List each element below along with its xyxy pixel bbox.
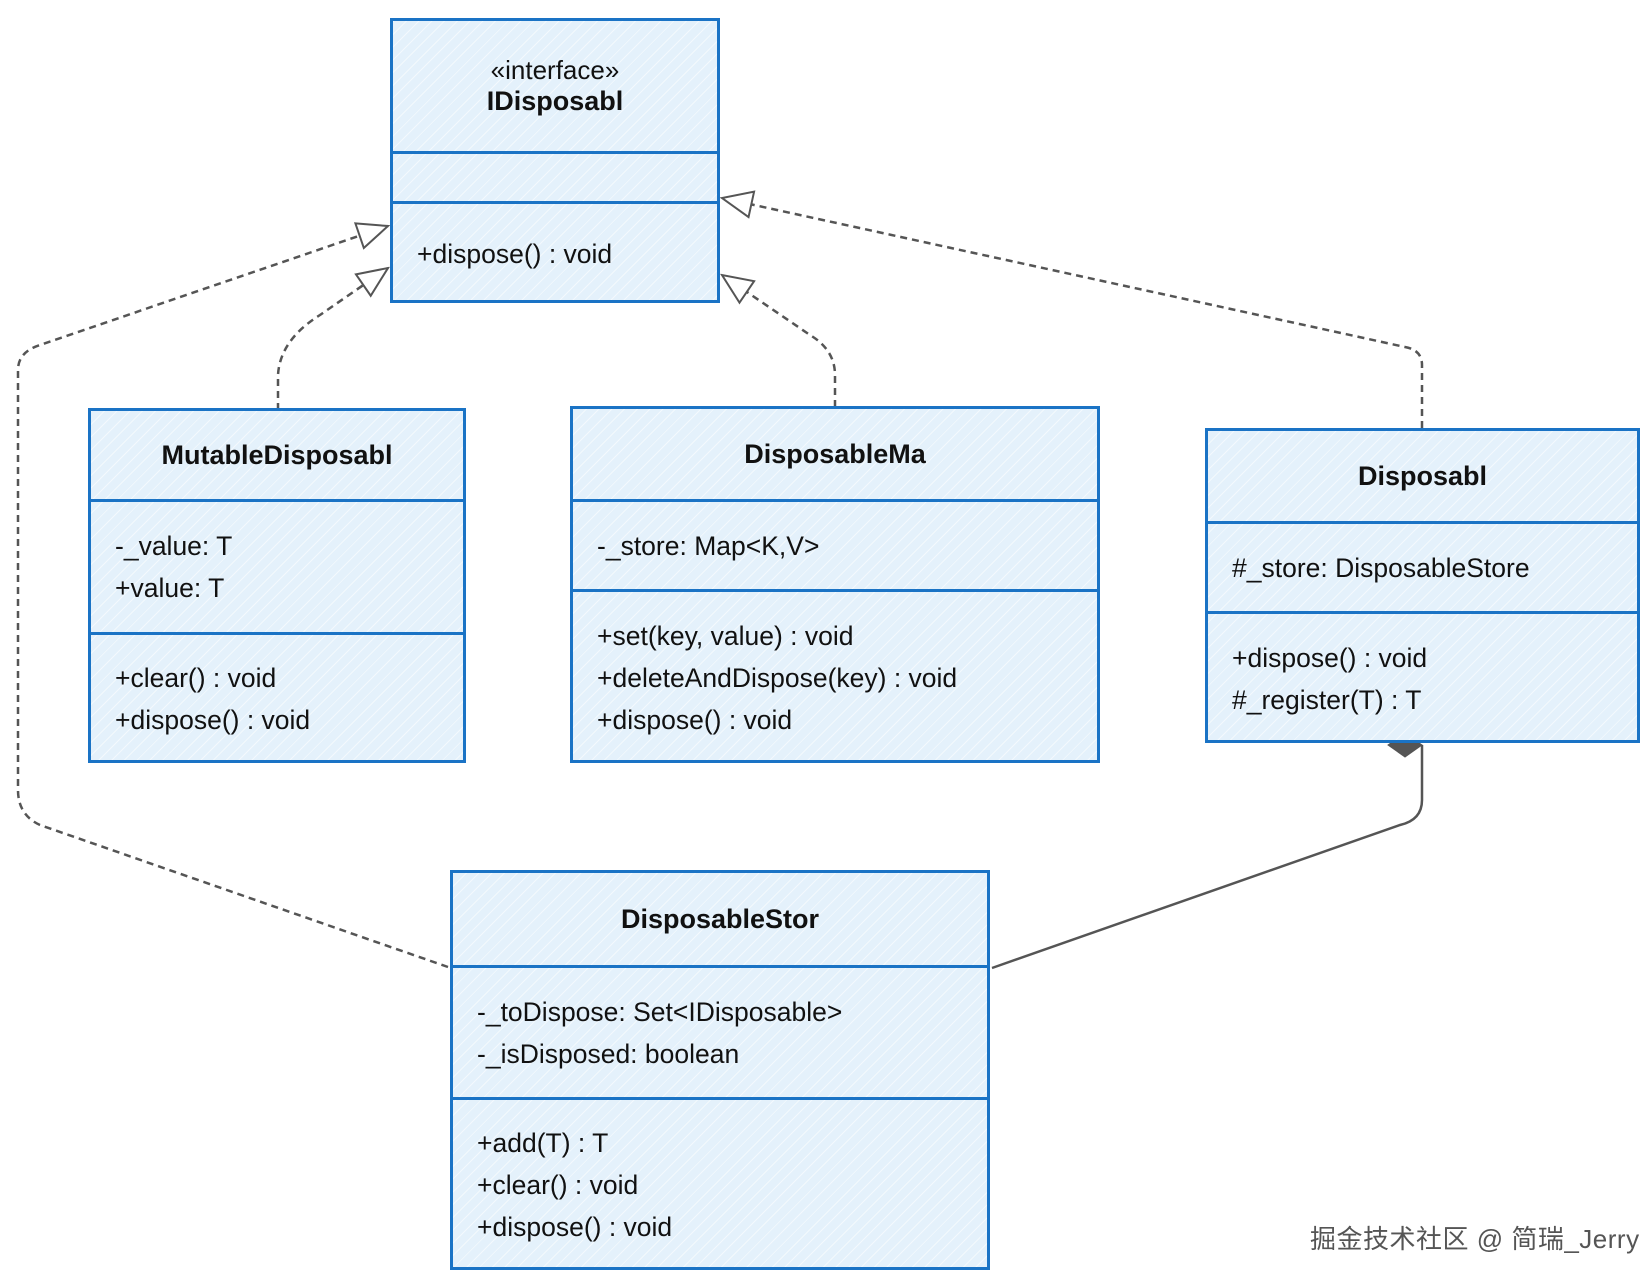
class-disposablemap-methods: +set(key, value) : void +deleteAndDispos… [573, 589, 1097, 763]
class-disposablestore[interactable]: DisposableStor -_toDispose: Set<IDisposa… [450, 870, 990, 1270]
edge-disposable-to-idisposable [722, 198, 1424, 428]
attribute: -_isDisposed: boolean [477, 1038, 740, 1069]
class-disposable-attributes: #_store: DisposableStore [1208, 521, 1637, 611]
class-disposablemap-header: DisposableMa [573, 409, 1097, 499]
class-disposablestore-header: DisposableStor [453, 873, 987, 965]
class-name: DisposableStor [620, 904, 820, 934]
class-idisposable-header: «interface» IDisposabl [393, 21, 717, 151]
method: +dispose() : void [477, 1212, 673, 1242]
class-disposable-header: Disposabl [1208, 431, 1637, 521]
class-disposablemap-attributes: -_store: Map<K,V> [573, 499, 1097, 589]
attribute: -_store: Map<K,V> [597, 530, 820, 561]
method: +add(T) : T [477, 1128, 609, 1158]
class-idisposable[interactable]: «interface» IDisposabl +dispose() : void [390, 18, 720, 303]
watermark-text: 掘金技术社区 @ 简瑞_Jerry [1310, 1224, 1640, 1254]
class-name: MutableDisposabl [161, 440, 393, 470]
method: +clear() : void [477, 1170, 639, 1200]
edge-store-to-idisposable [16, 226, 449, 969]
class-idisposable-attributes [393, 151, 717, 201]
method: +dispose() : void [597, 704, 793, 735]
method: +dispose() : void [417, 238, 613, 269]
class-name: DisposableMa [744, 439, 926, 469]
attribute: -_value: T [115, 531, 233, 561]
class-disposablestore-methods: +add(T) : T +clear() : void +dispose() :… [453, 1097, 987, 1270]
class-mutabledisposable[interactable]: MutableDisposabl -_value: T +value: T +c… [88, 408, 466, 763]
attribute: #_store: DisposableStore [1232, 552, 1530, 583]
class-idisposable-methods: +dispose() : void [393, 201, 717, 303]
class-name: Disposabl [1357, 461, 1488, 491]
edge-mutable-to-idisposable [276, 268, 388, 410]
class-mutabledisposable-header: MutableDisposabl [91, 411, 463, 499]
class-disposable[interactable]: Disposabl #_store: DisposableStore +disp… [1205, 428, 1640, 743]
attribute: +value: T [115, 573, 225, 603]
method: +clear() : void [115, 663, 277, 693]
method: +dispose() : void [1232, 642, 1428, 673]
method: +set(key, value) : void [597, 620, 854, 651]
class-mutabledisposable-methods: +clear() : void +dispose() : void [91, 632, 463, 763]
stereotype-label: «interface» [490, 55, 620, 85]
edge-map-to-idisposable [722, 275, 837, 407]
attribute: -_toDispose: Set<IDisposable> [477, 996, 843, 1027]
class-disposable-methods: +dispose() : void #_register(T) : T [1208, 611, 1637, 743]
edge-disposable-composes-store [991, 732, 1424, 970]
method: +deleteAndDispose(key) : void [597, 662, 958, 693]
class-name: IDisposabl [486, 86, 624, 116]
method: +dispose() : void [115, 705, 311, 735]
class-disposablestore-attributes: -_toDispose: Set<IDisposable> -_isDispos… [453, 965, 987, 1097]
class-disposablemap[interactable]: DisposableMa -_store: Map<K,V> +set(key,… [570, 406, 1100, 763]
class-mutabledisposable-attributes: -_value: T +value: T [91, 499, 463, 632]
method: #_register(T) : T [1232, 684, 1422, 715]
